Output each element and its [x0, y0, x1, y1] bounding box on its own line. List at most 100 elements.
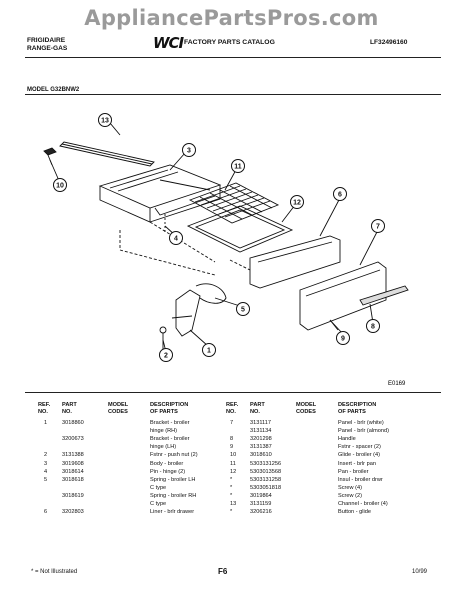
broiler-hinge-bracket [171, 289, 201, 337]
description-cell: Spring - broiler LH [150, 476, 196, 483]
description-cell: Body - broiler [150, 460, 184, 467]
catalog-number: LF32496160 [370, 39, 408, 46]
part-number-cell: 3131388 [62, 452, 84, 459]
callout-3: 3 [182, 143, 196, 157]
ref-cell: * [230, 509, 233, 516]
brand-name: FRIGIDAIRE [27, 37, 66, 44]
col-ref-header-right: REF.NO. [226, 402, 239, 415]
ref-cell: * [230, 492, 233, 499]
broiler-handle [359, 285, 409, 306]
callout-1: 1 [202, 343, 216, 357]
part-number-cell: 3206216 [250, 509, 272, 516]
ref-cell: 9 [230, 444, 234, 451]
callout-4: 4 [169, 231, 183, 245]
part-number-cell: 3018618 [62, 476, 84, 483]
broiler-panel [299, 261, 387, 331]
part-number-cell: 5303131258 [250, 476, 282, 483]
svg-text:10: 10 [56, 183, 64, 190]
part-number-cell: 3019608 [62, 460, 84, 467]
svg-text:5: 5 [241, 307, 245, 314]
header-divider [25, 57, 441, 58]
ref-cell: 5 [44, 476, 48, 483]
callout-9: 9 [336, 331, 350, 345]
part-number-cell: 3131159 [250, 501, 272, 507]
part-number-cell: 3018614 [62, 468, 84, 475]
description-cell: Handle [338, 436, 356, 443]
description-cell: hinge (LH) [150, 444, 177, 451]
description-cell: Insul - broiler drwr [338, 476, 383, 483]
ref-cell: 1 [44, 420, 48, 426]
description-cell: C type [150, 501, 167, 507]
ref-cell: * [230, 476, 233, 483]
svg-text:9: 9 [341, 336, 345, 343]
part-number-cell: 3018610 [250, 452, 272, 459]
broiler-body [98, 164, 222, 223]
svg-text:7: 7 [376, 224, 380, 231]
description-cell: Channel - broiler (4) [338, 501, 388, 507]
svg-text:1: 1 [207, 348, 211, 355]
callout-6: 6 [333, 187, 347, 201]
description-cell: C type [150, 484, 167, 491]
svg-text:2: 2 [164, 353, 168, 360]
part-number-cell: 3131387 [250, 444, 272, 451]
broiler-glide [43, 147, 57, 166]
description-cell: Fstnr - push nut (2) [150, 452, 198, 459]
description-cell: Liner - brlr drawer [150, 509, 195, 516]
broiler-pan-insert [188, 182, 280, 224]
broiler-spring [195, 283, 227, 304]
ref-cell: 3 [44, 460, 48, 467]
callout-5: 5 [236, 302, 250, 316]
callout-8: 8 [366, 319, 380, 333]
wci-logo: WCI [153, 34, 184, 52]
ref-cell: 4 [44, 468, 48, 475]
model-divider [25, 94, 441, 95]
brand-block: FRIGIDAIRE RANGE-GAS [27, 37, 67, 53]
svg-text:12: 12 [293, 200, 301, 207]
description-cell: Panel - brlr (almond) [338, 428, 389, 435]
svg-text:3: 3 [187, 148, 191, 155]
description-cell: Screw (2) [338, 492, 362, 499]
ref-cell: 2 [44, 452, 48, 459]
ref-cell: 13 [230, 501, 237, 507]
description-cell: Bracket - broiler [150, 436, 190, 443]
description-cell: Panel - brlr (white) [338, 420, 384, 426]
description-cell: Insert - brlr pan [338, 460, 376, 467]
watermark: AppliancePartsPros.com [84, 6, 379, 30]
part-number-cell: 3131134 [250, 428, 272, 435]
part-number-cell: 3201298 [250, 436, 272, 443]
description-cell: Glide - broiler (4) [338, 452, 380, 459]
part-number-cell: 3018860 [62, 420, 84, 426]
svg-text:4: 4 [174, 236, 178, 243]
svg-text:8: 8 [371, 324, 375, 331]
broiler-pan [186, 205, 294, 253]
ref-cell: 8 [230, 436, 234, 443]
part-number-cell: 5303051818 [250, 484, 282, 491]
part-number-cell: 3202803 [62, 509, 84, 516]
part-number-cell: 5303131256 [250, 460, 282, 467]
callout-12: 12 [290, 195, 304, 209]
callout-13: 13 [98, 113, 112, 127]
callout-11: 11 [231, 159, 245, 173]
figure-code: E0169 [388, 381, 406, 387]
svg-text:11: 11 [234, 164, 242, 171]
part-number-cell: 3131117 [250, 420, 271, 426]
svg-text:13: 13 [101, 118, 109, 125]
catalog-title: FACTORY PARTS CATALOG [184, 39, 275, 46]
ref-cell: * [230, 484, 233, 491]
description-cell: Spring - broiler RH [150, 492, 197, 499]
description-cell: Bracket - broiler [150, 420, 190, 426]
description-cell: Pin - hinge (2) [150, 468, 186, 475]
ref-cell: 6 [44, 509, 48, 516]
col-ref-header: REF.NO. [38, 402, 51, 415]
description-cell: Screw (4) [338, 484, 362, 491]
callout-10: 10 [53, 178, 67, 192]
part-number-cell: 3200673 [62, 436, 84, 443]
table-divider [25, 392, 441, 393]
ref-cell: 10 [230, 452, 237, 459]
footnote: * = Not Illustrated [31, 569, 78, 575]
